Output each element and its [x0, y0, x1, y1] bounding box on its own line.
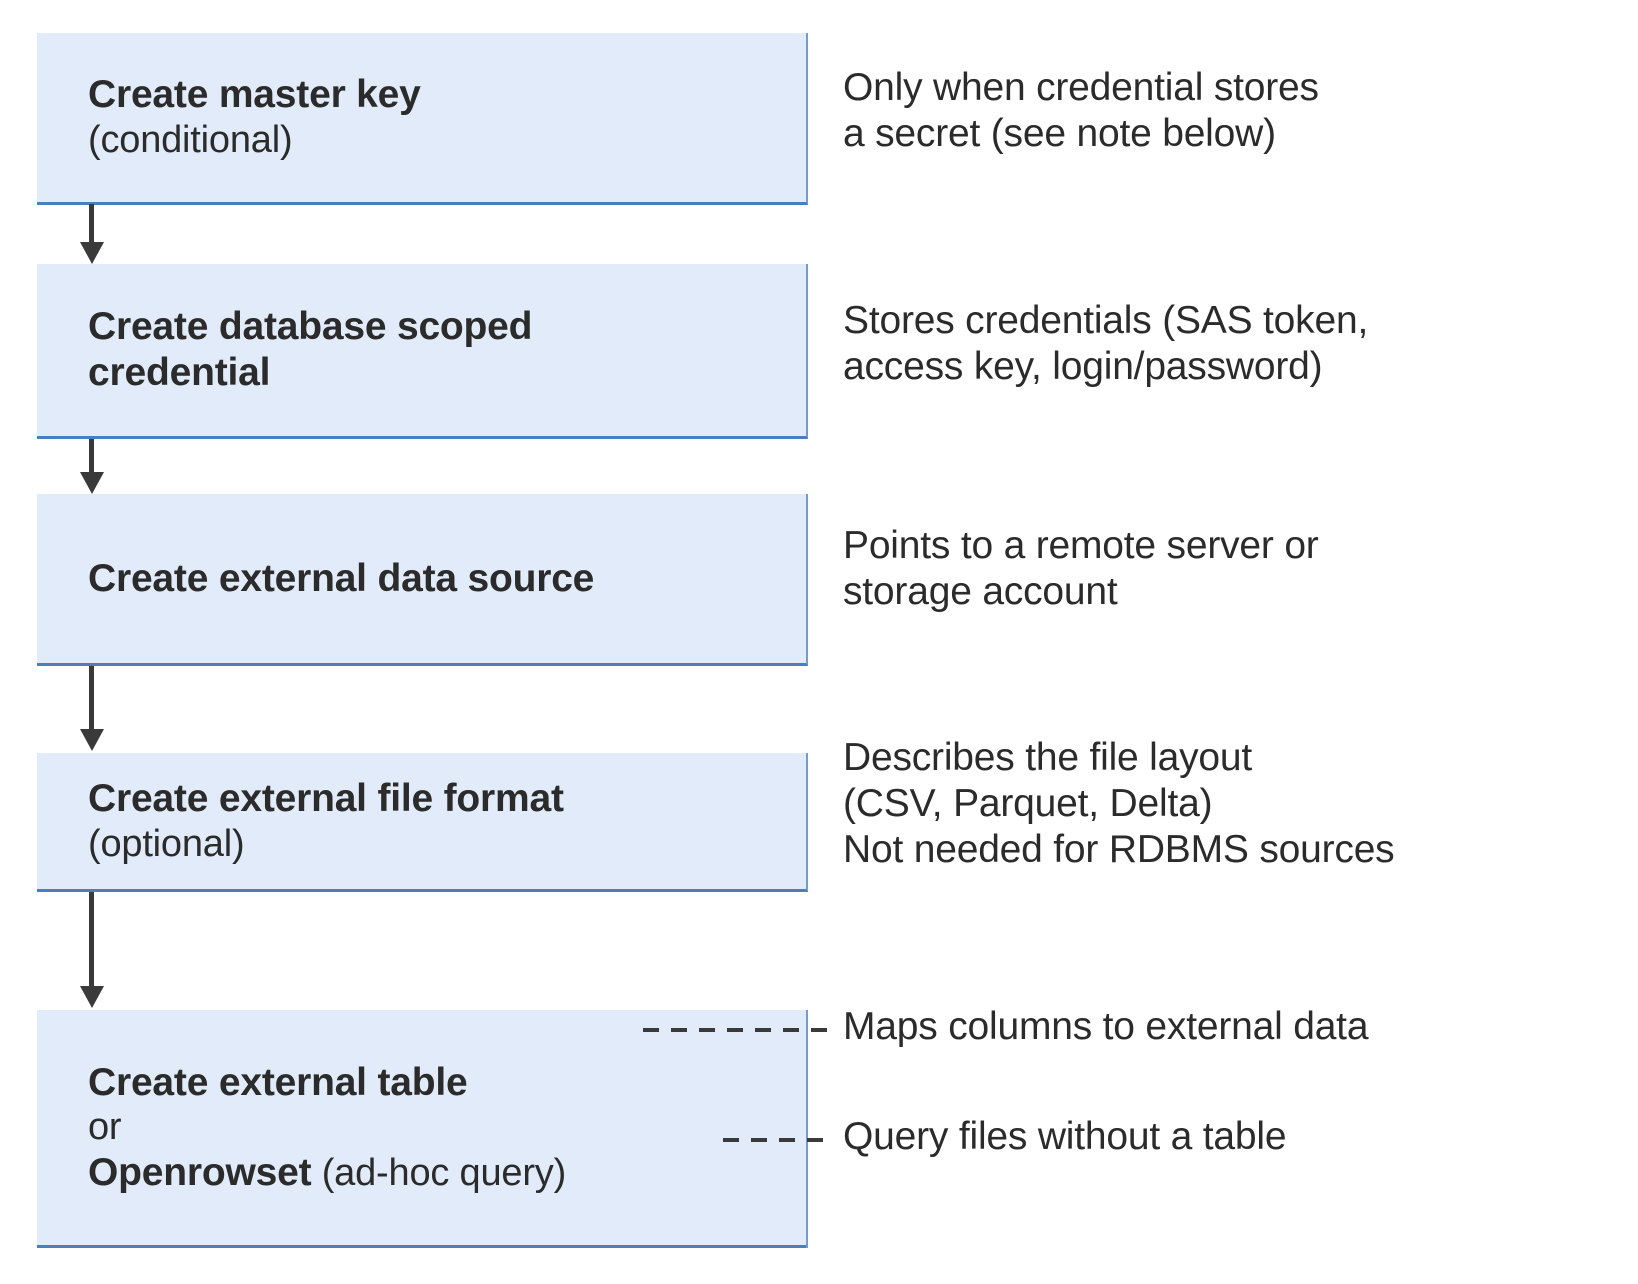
arrow-down-icon [80, 666, 104, 753]
arrow-down-icon [80, 204, 104, 264]
step-title: Create database scoped credential [88, 305, 533, 394]
step-box-text: Create external data source [88, 556, 806, 602]
note-openrowset: Query files without a table [843, 1115, 1287, 1158]
step-box-create-external-file-format[interactable]: Create external file format (optional) [37, 753, 808, 892]
dashed-connector-external-table [643, 1028, 835, 1032]
arrow-down-icon [80, 892, 104, 1010]
step-title: Create master key [88, 73, 421, 117]
note-create-external-file-format: Describes the file layout (CSV, Parquet,… [843, 736, 1395, 872]
step-subtitle: (conditional) [88, 119, 293, 162]
step-connector-or: or [88, 1106, 122, 1149]
note-create-database-scoped-credential: Stores credentials (SAS token, access ke… [843, 299, 1369, 389]
step-subtitle-openrowset: (ad-hoc query) [311, 1151, 567, 1194]
step-box-create-database-scoped-credential[interactable]: Create database scoped credential [37, 264, 808, 439]
step-box-right-rule [806, 1010, 808, 1248]
step-box-create-external-data-source[interactable]: Create external data source [37, 494, 808, 666]
note-create-external-table: Maps columns to external data [843, 1005, 1369, 1048]
step-title: Create external data source [88, 556, 595, 600]
step-box-text: Create external file format (optional) [88, 776, 806, 866]
step-box-text: Create external table or Openrowset (ad-… [88, 1060, 808, 1196]
step-box-text: Create database scoped credential [88, 304, 806, 395]
step-box-text: Create master key (conditional) [88, 72, 806, 162]
note-create-master-key: Only when credential stores a secret (se… [843, 66, 1319, 156]
step-title-openrowset: Openrowset [88, 1150, 312, 1194]
arrow-down-icon [80, 439, 104, 494]
step-box-create-master-key[interactable]: Create master key (conditional) [37, 33, 808, 205]
note-create-external-data-source: Points to a remote server or storage acc… [843, 524, 1319, 614]
step-title-openrowset-line: Openrowset (ad-hoc query) [88, 1150, 808, 1196]
step-box-create-external-table-or-openrowset[interactable]: Create external table or Openrowset (ad-… [37, 1010, 808, 1248]
step-title: Create external file format [88, 776, 564, 820]
step-subtitle: (optional) [88, 822, 245, 865]
dashed-connector-openrowset [723, 1138, 835, 1142]
step-title-external-table: Create external table [88, 1060, 468, 1104]
